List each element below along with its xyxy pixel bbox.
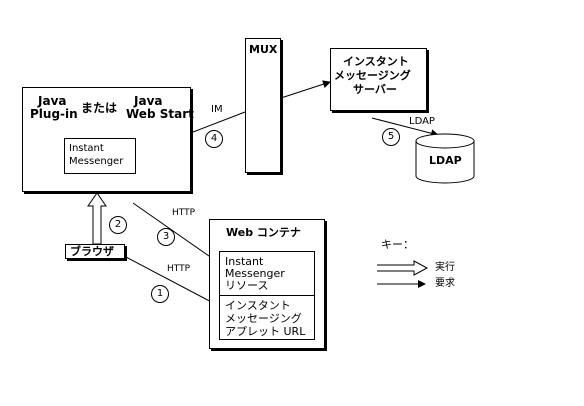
ldap-connection-label: LDAP xyxy=(409,116,435,127)
im-label: IM xyxy=(211,104,223,115)
mux-label: MUX xyxy=(249,43,278,56)
step-5-badge: 5 xyxy=(382,128,400,146)
applet-line2: メッセージング xyxy=(225,312,302,325)
ldap-database-label: LDAP xyxy=(429,154,462,167)
resource-line3: リソース xyxy=(225,279,269,292)
step-1-badge: 1 xyxy=(151,285,169,303)
browser-label: ブラウザ xyxy=(70,245,114,258)
http-label-upper: HTTP xyxy=(172,208,196,218)
key-execute-label: 実行 xyxy=(435,262,455,273)
client-plugin-label: Plug-in xyxy=(30,107,78,121)
mux-box xyxy=(245,38,281,173)
server-line1: インスタント xyxy=(343,55,409,68)
applet-line1: インスタント xyxy=(225,299,291,312)
instant-messenger-box xyxy=(64,138,136,174)
client-java-label: Java xyxy=(38,94,67,108)
resource-line1: Instant xyxy=(225,255,264,268)
messenger-line1: Instant xyxy=(69,143,104,154)
browser-box xyxy=(65,244,125,259)
http-label-lower: HTTP xyxy=(167,264,191,274)
messenger-line2: Messenger xyxy=(69,156,124,167)
http-request-applet-arrow xyxy=(125,256,220,307)
server-line2: メッセージング xyxy=(334,69,411,82)
client-java2-label: Java xyxy=(134,94,163,108)
key-title: キー： xyxy=(381,238,414,251)
execute-arrow xyxy=(87,192,107,245)
server-line3: サーバー xyxy=(353,83,397,96)
applet-url-box xyxy=(219,295,315,340)
key-request-label: 要求 xyxy=(435,278,455,289)
web-container-title: Web コンテナ xyxy=(226,226,301,239)
messaging-server-box xyxy=(330,48,427,111)
step-2-badge: 2 xyxy=(109,216,127,234)
client-webstart-label: Web Start xyxy=(126,107,194,121)
ldap-database-icon xyxy=(415,133,475,184)
client-or-label: または xyxy=(81,101,118,115)
key-execute-arrow xyxy=(377,260,429,276)
step-4-badge: 4 xyxy=(205,130,223,148)
http-request-resource-arrow xyxy=(132,202,220,264)
mux-to-server-arrow xyxy=(280,80,331,99)
applet-line3: アプレット URL xyxy=(225,325,306,338)
step-3-badge: 3 xyxy=(157,228,175,246)
resource-line2: Messenger xyxy=(225,267,285,280)
server-to-ldap-arrow xyxy=(371,117,439,138)
